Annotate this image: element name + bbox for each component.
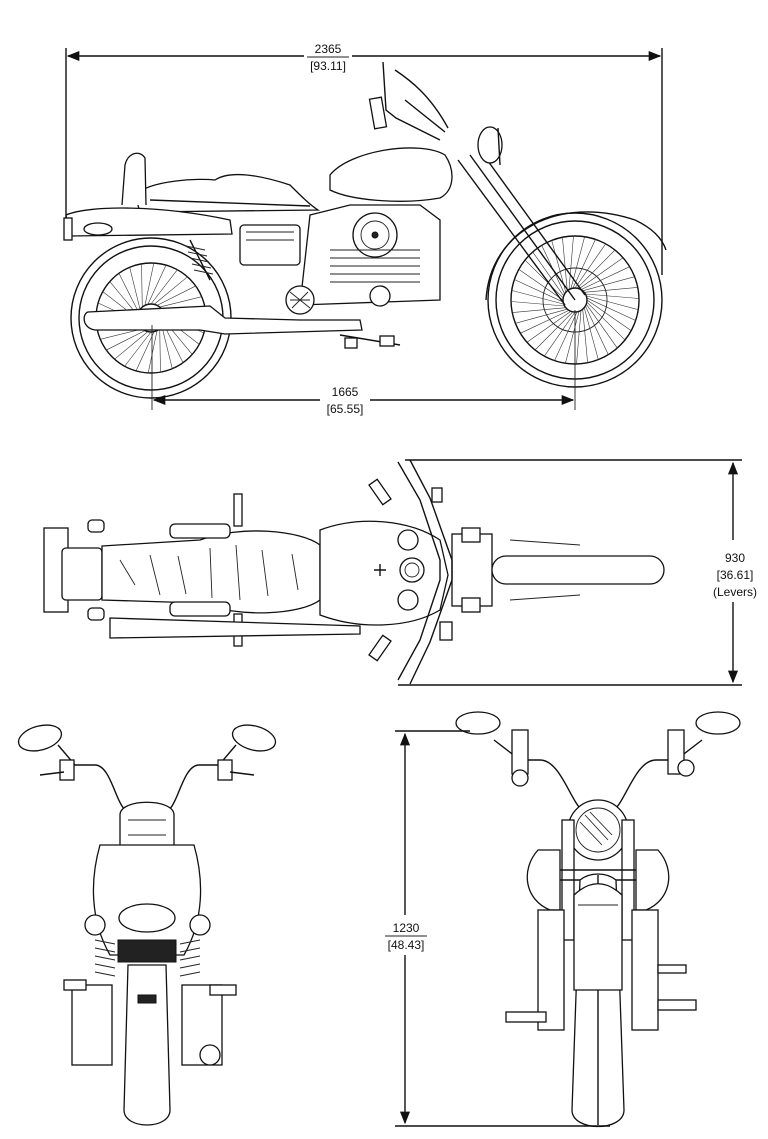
wheel-spoke	[526, 311, 572, 343]
front-view	[455, 711, 741, 1128]
wheelbase-mm: 1665	[332, 385, 359, 399]
wheel-spoke	[518, 269, 564, 301]
height-mm: 1230	[393, 921, 420, 935]
wheel-spoke	[574, 243, 606, 289]
side-view	[63, 61, 667, 410]
wheel-spoke	[568, 235, 574, 290]
wheel-spoke	[144, 263, 155, 306]
wheel-spoke	[532, 251, 564, 297]
wheel-spoke	[118, 273, 139, 313]
wheel-spoke	[510, 301, 565, 307]
wheel-spoke	[159, 328, 161, 373]
wheel-spoke	[512, 307, 566, 313]
height-in: [48.43]	[388, 938, 425, 952]
wheel-spoke	[520, 310, 570, 334]
wheel-spoke	[100, 328, 143, 340]
wheel-spoke	[515, 308, 568, 324]
wheel-spoke	[583, 307, 599, 360]
wheel-spoke	[586, 301, 626, 341]
wheelbase-dimension: 1665 [65.55]	[152, 383, 575, 419]
wheel-spoke	[129, 267, 141, 310]
wheel-spoke	[511, 290, 564, 305]
wheel-spoke	[570, 236, 585, 289]
wheel-spoke	[586, 295, 639, 310]
wheel-spoke	[514, 279, 564, 303]
top-view	[43, 459, 665, 685]
wheelbase-in: [65.55]	[327, 402, 364, 416]
wheel-spoke	[578, 257, 624, 289]
wheel-spoke	[582, 276, 635, 292]
width-in: [36.61]	[717, 568, 754, 582]
wheel-spoke	[582, 309, 588, 363]
engine	[285, 204, 441, 315]
wheel-spoke	[554, 311, 578, 361]
wheel-spoke	[159, 296, 202, 308]
wheel-spoke	[562, 237, 568, 291]
wheel-spoke	[576, 310, 582, 365]
wheel-spoke	[544, 311, 576, 357]
wheel-spoke	[161, 326, 173, 369]
wheel-spoke	[585, 305, 609, 355]
rear-view	[17, 724, 277, 1126]
wheel-spoke	[586, 299, 632, 331]
wheel-spoke	[147, 264, 167, 305]
width-mm: 930	[725, 551, 745, 565]
wheel-spoke	[114, 331, 149, 360]
wheel-spoke	[147, 330, 158, 373]
wheel-spoke	[153, 276, 188, 305]
wheel-spoke	[124, 331, 152, 367]
height-dimension: 1230 [48.43]	[378, 730, 610, 1127]
wheel-spoke	[585, 293, 640, 299]
wheel-spoke	[576, 249, 616, 289]
wheel-spoke	[572, 239, 596, 289]
wheel-spoke	[150, 269, 178, 305]
width-dimension: 930 [36.61] (Levers)	[398, 459, 766, 686]
wheel-spoke	[584, 287, 638, 293]
wheel-spoke	[141, 263, 143, 308]
wheel-spoke	[534, 311, 574, 351]
overall-length-dimension: 2365 [93.11]	[65, 40, 663, 275]
wheel-spoke	[135, 331, 155, 372]
overall-length-in: [93.11]	[310, 59, 346, 73]
wheel-spoke	[586, 303, 618, 349]
overall-length-mm: 2365	[315, 42, 342, 56]
width-note: (Levers)	[713, 585, 757, 599]
wheel-spoke	[106, 330, 146, 351]
wheel-spoke	[565, 311, 580, 364]
wheel-spoke	[524, 259, 564, 299]
wheel-spoke	[156, 285, 196, 306]
wheel-spoke	[580, 266, 630, 290]
wheel-spoke	[586, 297, 636, 321]
